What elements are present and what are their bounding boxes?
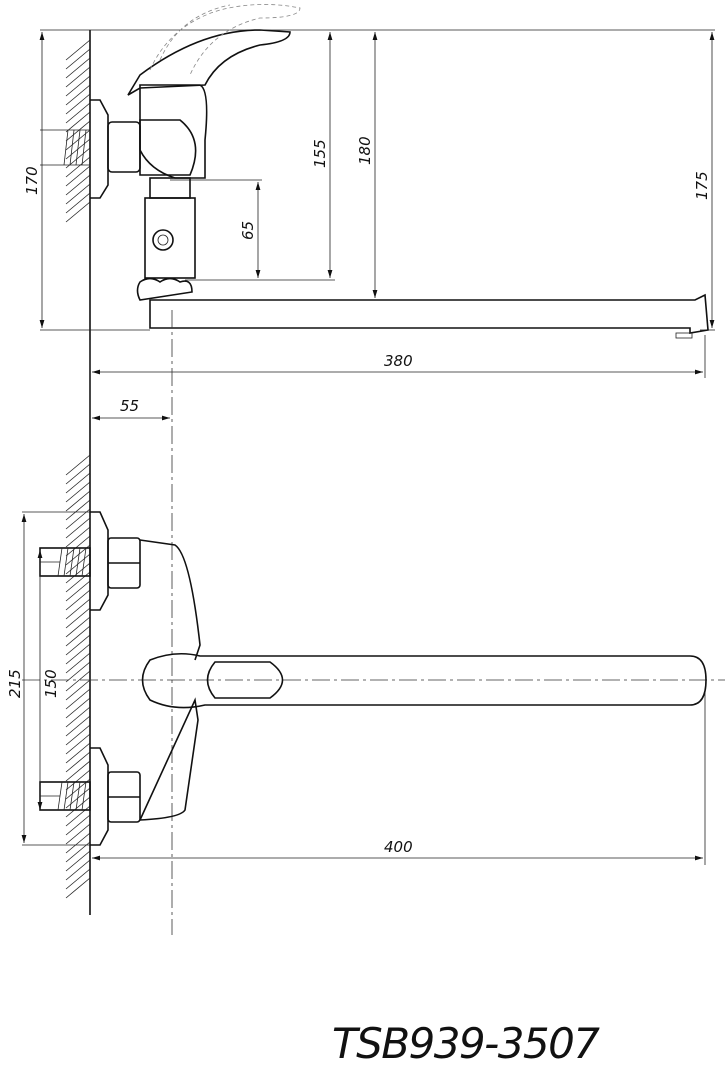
wall-hatch-line xyxy=(65,84,91,106)
wall-hatch-line xyxy=(65,598,91,620)
wall-hatch-line xyxy=(65,814,91,836)
wall-hatch-line xyxy=(65,111,91,133)
side-dimensions: 170 155 180 65 175 380 55 xyxy=(23,32,715,421)
wall-hatch-line xyxy=(65,463,91,485)
wall-hatch-line xyxy=(65,517,91,539)
wall-hatch-line xyxy=(65,535,91,557)
dim-55: 55 xyxy=(120,397,139,415)
wall-hatch-line xyxy=(65,120,91,142)
wall-hatch-line xyxy=(65,607,91,629)
wall-hatch-line xyxy=(65,499,91,521)
wall-hatch-line xyxy=(65,589,91,611)
wall-hatch-line xyxy=(65,670,91,692)
wall-hatch-line xyxy=(65,48,91,70)
wall-hatch-line xyxy=(65,57,91,79)
wall-hatch-line xyxy=(65,481,91,503)
wall-hatch-line xyxy=(65,156,91,178)
front-view xyxy=(22,511,725,865)
dim-155: 155 xyxy=(311,139,329,168)
wall-hatch-line xyxy=(65,75,91,97)
wall-hatch-line xyxy=(65,859,91,881)
wall-hatch-line xyxy=(65,526,91,548)
wall-hatch-line xyxy=(65,742,91,764)
model-title: TSB939-3507 xyxy=(332,1019,600,1066)
dim-215: 215 xyxy=(6,669,24,698)
dim-175: 175 xyxy=(693,171,711,200)
front-dimensions: 215 150 400 xyxy=(6,514,703,861)
wall-hatch-line xyxy=(65,688,91,710)
wall-hatch-line xyxy=(65,39,91,61)
wall-hatch-line xyxy=(65,751,91,773)
wall-hatch-line xyxy=(65,706,91,728)
wall-hatch-line xyxy=(65,174,91,196)
wall-hatch-line xyxy=(65,805,91,827)
dim-170: 170 xyxy=(23,166,41,195)
wall-hatch-line xyxy=(65,571,91,593)
wall-hatch-line xyxy=(65,643,91,665)
wall-hatch-line xyxy=(65,715,91,737)
dim-150: 150 xyxy=(42,669,60,698)
wall-hatch-line xyxy=(65,724,91,746)
wall-hatch-line xyxy=(65,697,91,719)
wall-hatch-line xyxy=(65,472,91,494)
wall-hatch-line xyxy=(65,823,91,845)
wall-hatch-line xyxy=(65,769,91,791)
wall-hatch-line xyxy=(65,490,91,512)
wall-hatch-line xyxy=(65,868,91,890)
dim-380: 380 xyxy=(384,352,413,370)
wall-hatch-line xyxy=(65,165,91,187)
wall-hatch-line xyxy=(65,877,91,899)
wall-hatch-line xyxy=(65,201,91,223)
dim-180: 180 xyxy=(356,136,374,165)
wall-hatch-line xyxy=(65,661,91,683)
wall-hatch-line xyxy=(65,796,91,818)
wall-hatch-line xyxy=(65,562,91,584)
wall-hatch-line xyxy=(65,93,91,115)
wall-hatch-line xyxy=(65,66,91,88)
wall-hatch-line xyxy=(65,102,91,124)
wall-hatch-line xyxy=(65,679,91,701)
wall-hatch-line xyxy=(65,652,91,674)
wall-hatch-line xyxy=(65,183,91,205)
wall-hatch-line xyxy=(65,733,91,755)
wall-hatch-line xyxy=(65,454,91,476)
wall-hatch-line xyxy=(65,832,91,854)
wall-hatch-line xyxy=(65,850,91,872)
dim-400: 400 xyxy=(384,838,413,856)
wall-hatch-line xyxy=(65,760,91,782)
wall-hatch-line xyxy=(65,625,91,647)
wall-hatch-line xyxy=(65,192,91,214)
wall-hatch-line xyxy=(65,616,91,638)
wall-hatch-line xyxy=(65,580,91,602)
wall-hatch-line xyxy=(65,634,91,656)
dim-65: 65 xyxy=(239,221,257,240)
side-view xyxy=(40,4,715,420)
